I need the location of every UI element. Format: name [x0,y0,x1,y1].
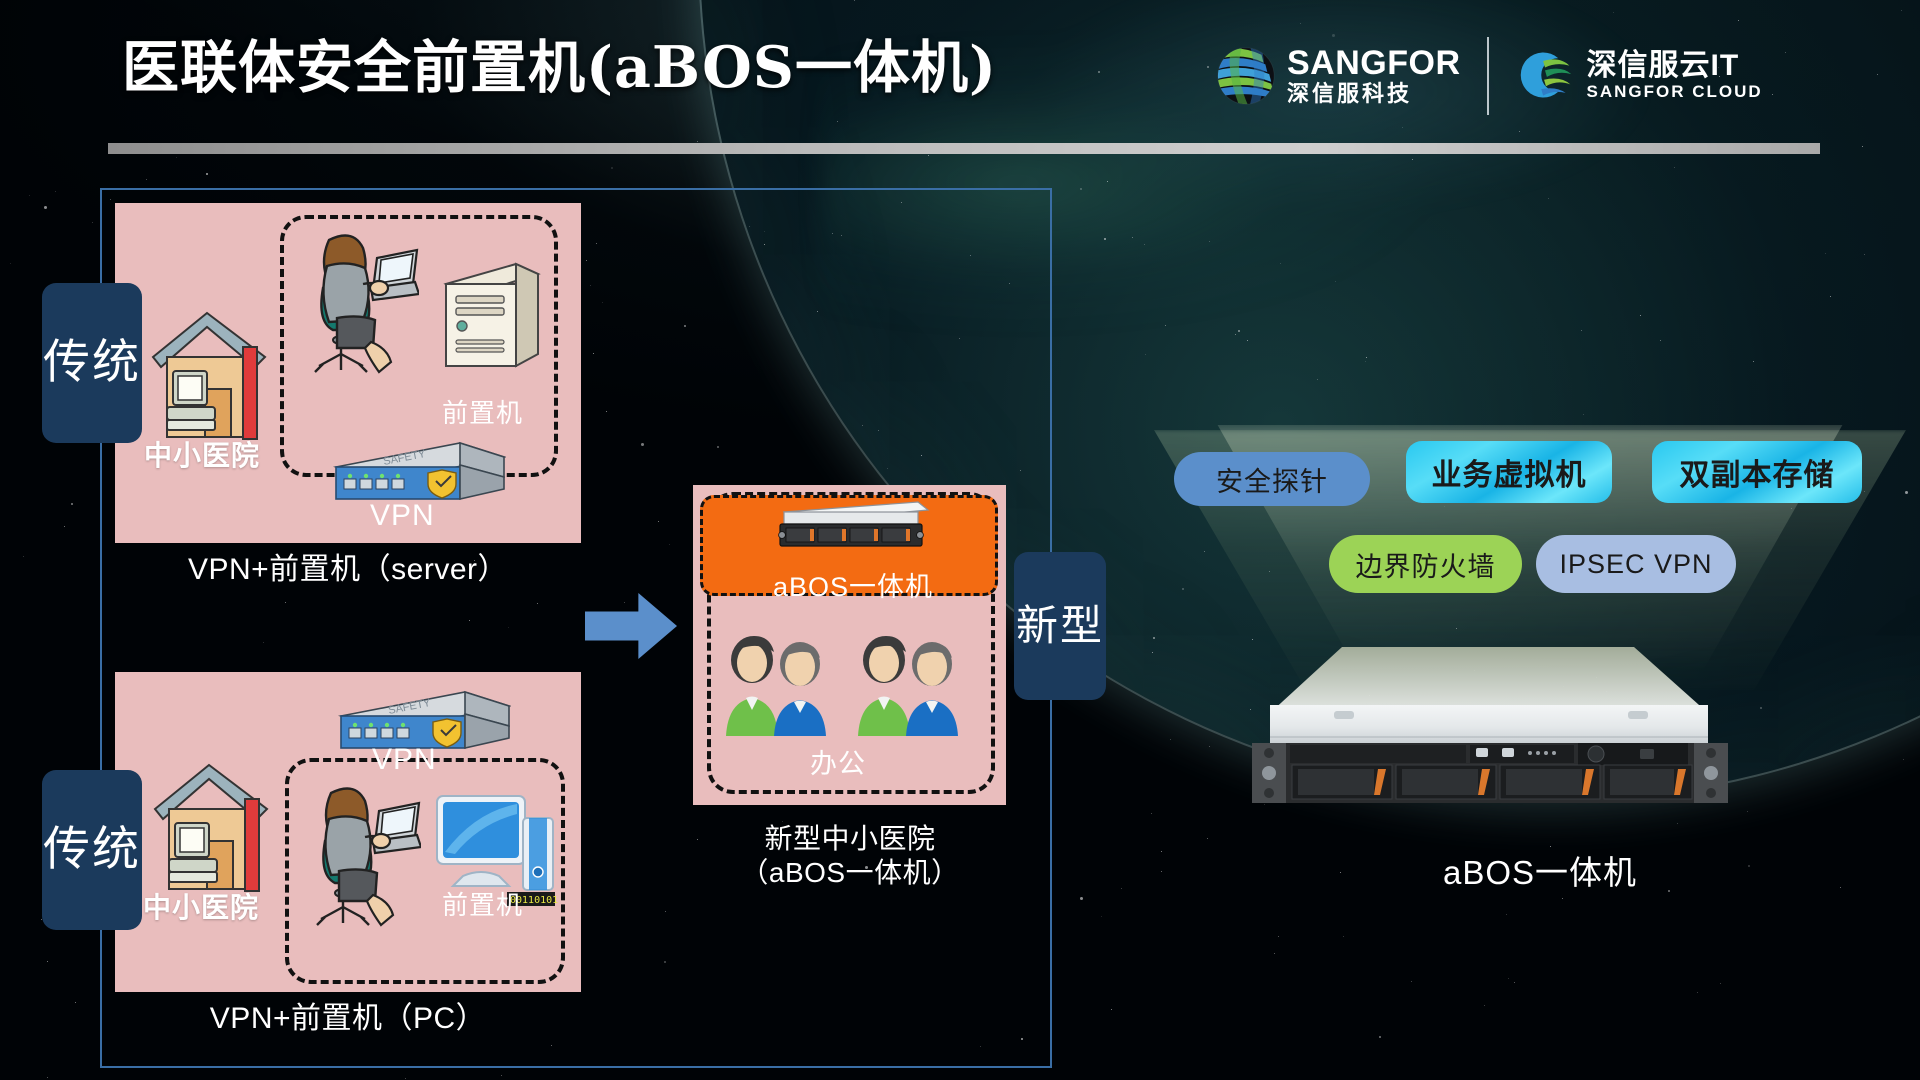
person-with-laptop-icon-bottom [295,775,423,932]
sangfor-cloud-logo-cn: 深信服云IT [1586,49,1740,83]
vpn-firewall-appliance-icon-bottom: SAFETY [333,686,513,763]
capability-pill-edge-firewall-label: 边界防火墙 [1355,551,1496,582]
capability-pill-business-vm[interactable]: 业务虚拟机 [1406,441,1612,503]
badge-traditional-1: 传统 [42,283,142,443]
capability-pill-edge-firewall[interactable]: 边界防火墙 [1329,535,1522,593]
caption-abos-server: aBOS一体机 [1442,854,1638,891]
frontend-server-tower-icon [440,258,544,381]
label-vpn-top: VPN [370,499,435,532]
sangfor-logo: SANGFOR 深信服科技 [1215,45,1461,107]
badge-modern: 新型 [1014,552,1106,700]
sangfor-cloud-logo: 深信服云IT SANGFOR CLOUD [1515,45,1763,107]
badge-modern-label: 新型 [1015,600,1104,650]
hospital-building-icon [143,305,271,450]
label-vpn-bottom: VPN [372,743,437,776]
header-divider [108,143,1820,154]
label-abos-appliance: aBOS一体机 [773,572,934,602]
capability-pill-ipsec-vpn[interactable]: IPSEC VPN [1536,535,1736,593]
sangfor-cloud-logo-en: SANGFOR CLOUD [1586,81,1763,101]
sangfor-cloud-logo-icon [1515,45,1577,107]
caption-panel-top: VPN+前置机（server） [187,553,509,586]
sangfor-cloud-logo-text: 深信服云IT SANGFOR CLOUD [1587,50,1763,102]
label-frontend-top: 前置机 [442,398,524,428]
svg-text:00110101: 00110101 [510,895,558,906]
capability-pill-ipsec-vpn-label: IPSEC VPN [1559,548,1713,579]
capability-pill-business-vm-label: 业务虚拟机 [1431,459,1587,492]
dashed-group-mid [707,492,995,794]
badge-traditional-1-label: 传统 [43,335,141,391]
caption-panel-bottom: VPN+前置机（PC） [209,1002,487,1035]
sangfor-logo-cn: 深信服科技 [1287,80,1413,106]
label-hospital-top: 中小医院 [144,440,261,471]
sangfor-globe-logo-icon [1215,45,1277,107]
caption-panel-mid: 新型中小医院 （aBOS一体机） [740,823,960,889]
sangfor-logo-text: SANGFOR 深信服科技 [1287,46,1461,106]
capability-pill-dual-replica-storage-label: 双副本存储 [1679,459,1835,492]
hospital-building-icon-bottom [145,757,273,902]
capability-pill-security-probe-label: 安全探针 [1216,466,1328,497]
dashed-group-bottom [285,758,565,984]
abos-rack-server-image [1230,645,1750,825]
capability-pill-security-probe[interactable]: 安全探针 [1174,452,1370,506]
logo-group: SANGFOR 深信服科技 深信服云IT SANGFOR CLOUD [1215,30,1763,122]
sangfor-logo-en: SANGFOR [1287,44,1461,83]
label-office: 办公 [810,749,866,779]
person-with-laptop-icon-top [293,222,421,379]
page-title: 医联体安全前置机(aBOS一体机) [122,34,997,101]
badge-traditional-2: 传统 [42,770,142,930]
label-hospital-bottom: 中小医院 [143,892,260,923]
frontend-desktop-pc-icon: 00110101 [435,790,559,925]
logo-separator [1486,37,1489,115]
capability-pill-dual-replica-storage[interactable]: 双副本存储 [1652,441,1862,503]
office-people-icon [716,632,982,745]
vpn-firewall-appliance-icon-top: SAFETY [328,437,508,514]
abos-appliance-icon [770,498,930,563]
label-frontend-bottom: 前置机 [442,890,524,920]
badge-traditional-2-label: 传统 [43,822,141,878]
aurora-glow [820,0,1720,360]
